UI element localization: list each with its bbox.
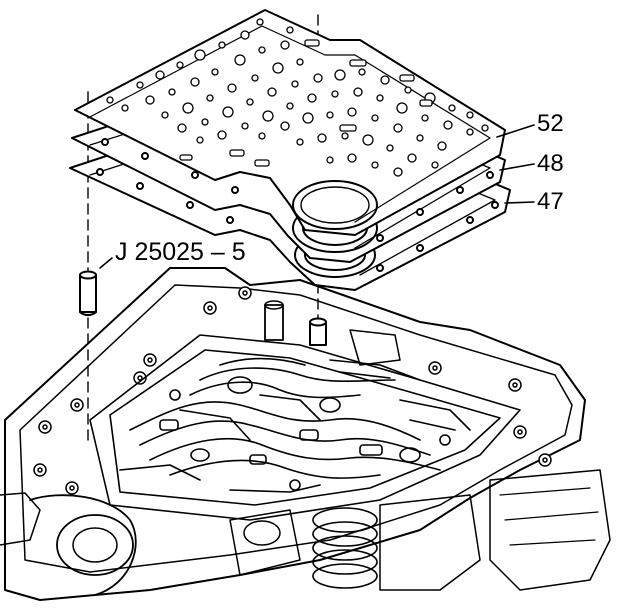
callout-48: 48 (537, 150, 564, 177)
guide-pin-right (309, 317, 327, 346)
leader-lines (99, 124, 535, 269)
callout-47: 47 (537, 188, 564, 215)
gasket-52-holes (106, 18, 489, 177)
callout-52: 52 (537, 110, 564, 137)
guide-pin-left (79, 270, 97, 316)
case-bolts (33, 286, 552, 495)
callout-tool-j25025-5: J 25025 – 5 (115, 238, 246, 266)
case-fluid-channels (89, 300, 521, 521)
transmission-case (0, 267, 611, 601)
accumulator-spring (312, 507, 378, 589)
